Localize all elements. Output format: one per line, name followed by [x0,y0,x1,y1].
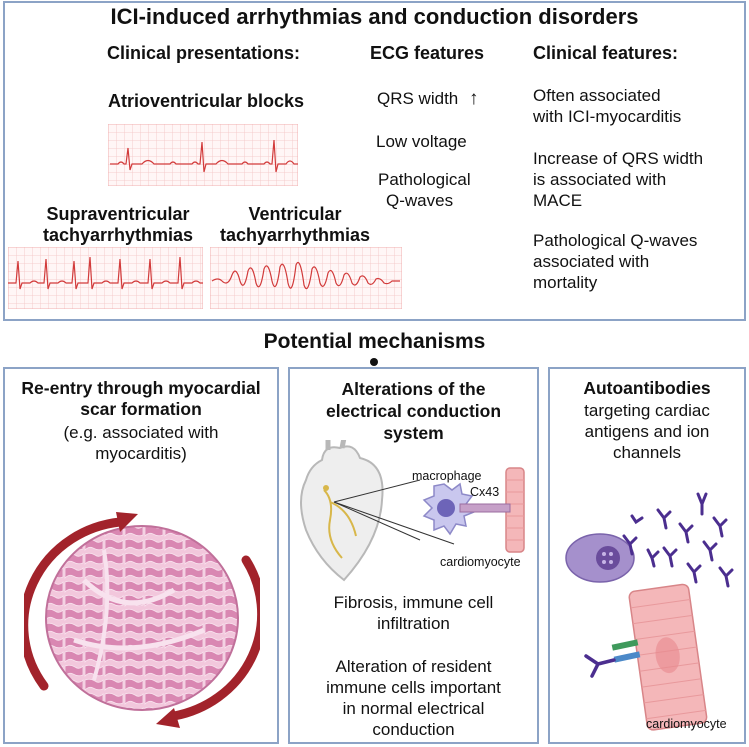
autoantibodies-title: Autoantibodies [583,378,711,398]
conduction-text-2-line-4: conduction [372,720,455,739]
macrophage-icon [422,482,476,536]
conduction-text-2-line-1: Alteration of resident [335,657,492,676]
conduction-text-2: Alteration of resident immune cells impo… [288,656,539,740]
ecg-features-heading: ECG features [370,43,485,63]
clinical-feature-3: Pathological Q-waves associated with mor… [533,230,697,293]
clinical-feature-2-line-2: is associated with [533,170,667,189]
conduction-illustration: macrophage Cx43 cardiomyocyte [300,440,525,582]
conduction-text-1: Fibrosis, immune cell infiltration [288,592,539,634]
conduction-cardiomyocyte-label: cardiomyocyte [440,555,521,569]
reentry-arrow-right-icon [169,555,260,721]
reentry-subtitle-line-1: (e.g. associated with [63,423,219,442]
autoantibodies-subtitle: targeting cardiac antigens and ion chann… [548,400,746,463]
clinical-feature-3-line-1: Pathological Q-waves [533,231,698,250]
qrs-width-text: QRS width [377,89,459,108]
supraventricular-label: Supraventricular tachyarrhythmias [28,204,208,246]
autoantibodies-cardiomyocyte-label: cardiomyocyte [646,717,727,731]
conduction-title: Alterations of the electrical conduction… [288,378,539,444]
mechanisms-title: Potential mechanisms [263,330,486,353]
reentry-subtitle-line-2: myocarditis) [95,444,187,463]
ventricular-ecg [210,247,402,309]
av-blocks-label: Atrioventricular blocks [108,91,305,111]
clinical-feature-3-line-3: mortality [533,273,598,292]
reentry-arrow-left-icon [24,517,125,691]
ion-channel-icon [611,639,639,651]
conduction-title-line-2: electrical conduction [325,401,502,421]
supraventricular-line-1: Supraventricular [46,204,190,224]
ecg-qrs-width: QRS width ↑ [377,88,478,109]
clinical-feature-2-line-3: MACE [533,191,583,210]
autoantibodies-subtitle-line-2: antigens and ion [584,422,710,441]
ventricular-line-2: tachyarrhythmias [219,225,371,245]
conduction-text-1-line-1: Fibrosis, immune cell [333,593,494,612]
autoantibody-cardiomyocyte-icon [628,583,708,731]
arrow-up-icon: ↑ [468,88,479,109]
macrophage-label: macrophage [412,469,482,483]
autoantibody-illustration: cardiomyocyte [565,492,734,731]
immune-cell-icon [565,533,635,583]
reentry-title-line-1: Re-entry through myocardial [21,378,261,398]
heart-icon [300,440,384,582]
connector-dot [370,358,378,366]
clinical-features-heading: Clinical features: [533,43,679,63]
clinical-feature-2: Increase of QRS width is associated with… [533,148,703,211]
main-title: ICI-induced arrhythmias and conduction d… [110,4,639,29]
clinical-feature-2-line-1: Increase of QRS width [533,149,704,168]
autoantibodies-subtitle-line-1: targeting cardiac [584,401,710,420]
myocardial-scar-illustration [24,512,260,728]
ecg-pathological-q: Pathological Q-waves [378,169,471,211]
reentry-title: Re-entry through myocardial scar formati… [3,378,279,420]
clinical-feature-1: Often associated with ICI-myocarditis [533,85,681,127]
clinical-feature-1-line-2: with ICI-myocarditis [533,107,682,126]
supraventricular-ecg [8,247,203,309]
conduction-text-2-line-2: immune cells important [326,678,501,697]
pathological-q-line-2: Q-waves [386,191,454,210]
bound-antibody-icon [584,654,616,678]
antibody-icon [622,492,734,588]
conduction-title-line-1: Alterations of the [341,379,486,399]
reentry-title-line-2: scar formation [80,399,202,419]
reentry-subtitle: (e.g. associated with myocarditis) [3,422,279,464]
clinical-feature-3-line-2: associated with [533,252,650,271]
clinical-presentations-heading: Clinical presentations: [107,43,301,63]
conduction-title-line-3: system [383,423,444,443]
conduction-text-2-line-3: in normal electrical [342,699,485,718]
ventricular-label: Ventricular tachyarrhythmias [210,204,380,246]
cx43-channel-icon [459,503,511,513]
av-block-ecg [108,124,298,186]
ecg-low-voltage: Low voltage [376,132,467,151]
supraventricular-line-2: tachyarrhythmias [42,225,194,245]
cx43-label: Cx43 [470,485,499,499]
tissue-section [45,525,239,711]
clinical-feature-1-line-1: Often associated [533,86,661,105]
conduction-text-1-line-2: infiltration [377,614,450,633]
ventricular-line-1: Ventricular [248,204,342,224]
autoantibodies-subtitle-line-3: channels [612,443,682,462]
pathological-q-line-1: Pathological [378,170,471,189]
